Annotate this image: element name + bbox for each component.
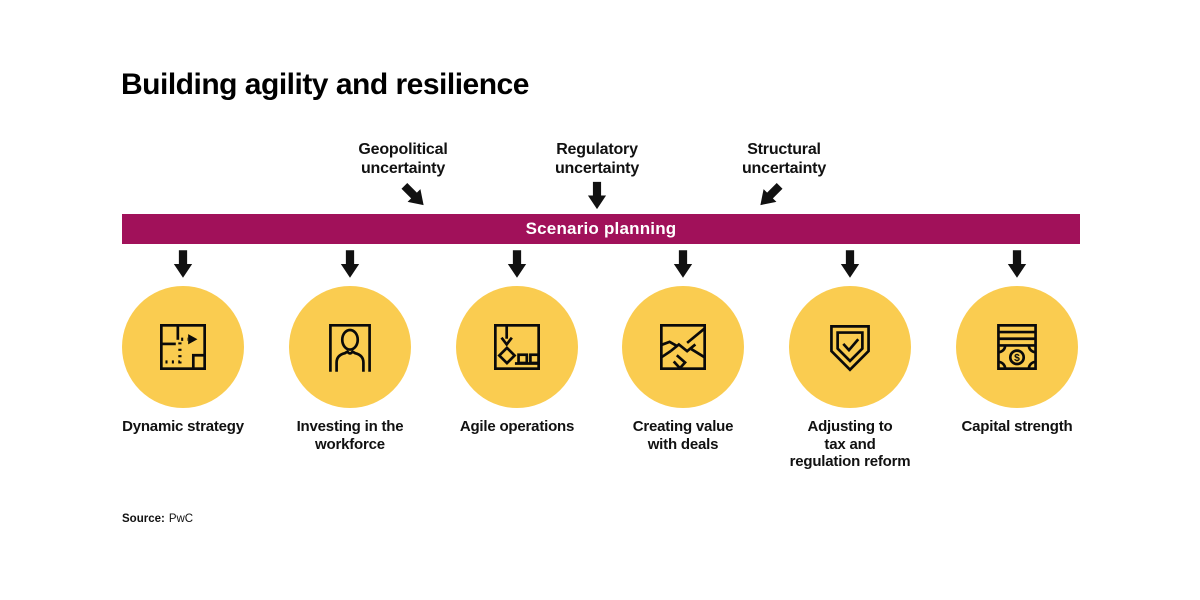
pillar-label: Capital strength (961, 418, 1073, 435)
scenario-planning-banner: Scenario planning (122, 214, 1080, 244)
uncertainty-regulatory: Regulatory uncertainty (512, 140, 682, 215)
uncertainty-geopolitical: Geopolitical uncertainty (318, 140, 488, 215)
pillar-label: Adjusting to tax and regulation reform (789, 418, 911, 470)
pillar-circle (289, 286, 411, 408)
arrow-down-icon (672, 249, 694, 279)
pillar-label: Investing in the workforce (296, 418, 404, 453)
arrow-down-icon (506, 249, 528, 279)
pillar-label: Agile operations (459, 418, 575, 435)
arrow-down-right-icon (396, 177, 432, 213)
arrow-down-icon (172, 249, 194, 279)
pillar-circle (789, 286, 911, 408)
uncertainty-label: Structural uncertainty (741, 141, 827, 177)
uncertainty-structural: Structural uncertainty (699, 140, 869, 215)
pillar-label: Creating value with deals (632, 418, 734, 453)
source-prefix: Source: (122, 513, 165, 525)
pillar-capital-strength: $ Capital strength (932, 249, 1102, 436)
arrow-down-left-icon (752, 177, 788, 213)
uncertainty-label: Geopolitical uncertainty (358, 141, 448, 177)
shield-check-icon (830, 325, 870, 372)
strategy-route-icon (160, 324, 206, 370)
page-title: Building agility and resilience (121, 68, 529, 101)
pillar-investing-workforce: Investing in the workforce (265, 249, 435, 453)
crane-operations-icon (494, 324, 540, 370)
banner-label: Scenario planning (525, 219, 677, 238)
pillar-circle (456, 286, 578, 408)
pillar-tax-regulation: Adjusting to tax and regulation reform (765, 249, 935, 471)
arrow-down-icon (1006, 249, 1028, 279)
pillar-circle (122, 286, 244, 408)
arrow-down-icon (839, 249, 861, 279)
pillar-circle (622, 286, 744, 408)
workforce-person-icon (329, 324, 371, 372)
arrow-down-icon (586, 181, 608, 210)
pillar-dynamic-strategy: Dynamic strategy (98, 249, 268, 436)
source-text: PwC (168, 513, 194, 525)
handshake-deals-icon (660, 324, 706, 371)
pillar-circle: $ (956, 286, 1078, 408)
banknote-icon: $ (997, 324, 1037, 370)
pillar-creating-value-deals: Creating value with deals (598, 249, 768, 453)
uncertainty-label: Regulatory uncertainty (554, 141, 640, 177)
pillar-agile-operations: Agile operations (432, 249, 602, 436)
arrow-down-icon (339, 249, 361, 279)
svg-text:$: $ (1014, 353, 1020, 364)
source-note: Source:PwC (122, 513, 193, 525)
pillar-label: Dynamic strategy (122, 418, 244, 435)
